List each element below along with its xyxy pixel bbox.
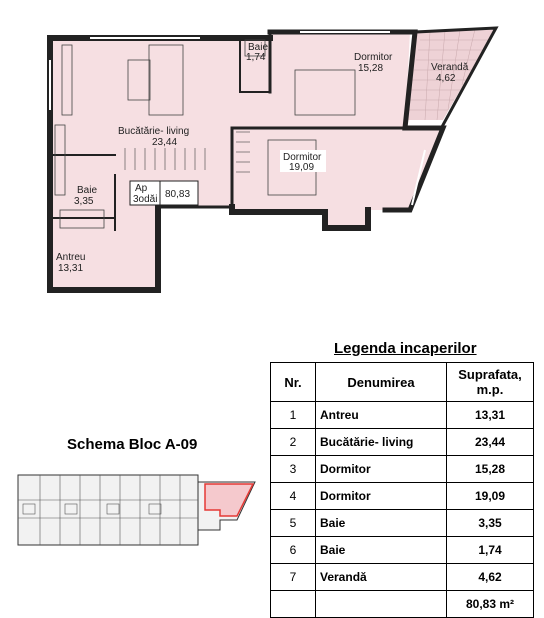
svg-text:3,35: 3,35 [74,196,94,207]
veranda-floor [405,28,496,120]
header-nr: Nr. [270,362,316,402]
schema-title: Schema Bloc A-09 [67,436,198,453]
legend-nr: 5 [270,509,316,537]
room-label-kitchen: Bucătărie- living 23,44 [118,126,189,148]
room-label-bedroom-2: Dormitor 19,09 [280,150,326,173]
svg-text:1,74: 1,74 [246,52,266,63]
legend-title: Legenda incaperilor [334,340,477,357]
legend-name: Verandă [315,563,447,591]
svg-text:Baie: Baie [77,185,97,196]
legend-name: Bucătărie- living [315,428,447,456]
room-label-veranda: Verandă 4,62 [431,62,469,84]
windows [49,31,426,206]
legend-nr: 2 [270,428,316,456]
header-area: Suprafata, m.p. [446,362,534,402]
legend-area: 23,44 [446,428,534,456]
floor-fill [50,28,496,290]
svg-text:Baie: Baie [248,42,268,53]
legend-area: 3,35 [446,509,534,537]
svg-text:23,44: 23,44 [152,137,177,148]
legend-nr: 6 [270,536,316,564]
room-label-bath: Baie 3,35 [74,185,97,207]
svg-text:Verandă: Verandă [431,62,469,73]
legend-total: 80,83 m² [446,590,534,618]
legend-area: 13,31 [446,401,534,429]
legend-area: 15,28 [446,455,534,483]
legend-area: 1,74 [446,536,534,564]
svg-text:13,31: 13,31 [58,263,83,274]
legend-name: Dormitor [315,455,447,483]
legend-name: Baie [315,509,447,537]
legend-total-row: 80,83 m² [270,590,534,618]
svg-text:Dormitor: Dormitor [354,52,393,63]
building-schema [17,474,256,546]
svg-text:Dormitor: Dormitor [283,152,322,163]
floor-plan: Ap 3odăi 80,83 Bucătărie- living 23,44 B… [47,26,499,293]
legend-nr: 3 [270,455,316,483]
svg-text:15,28: 15,28 [358,63,383,74]
legend-name: Antreu [315,401,447,429]
room-label-bath-small: Baie 1,74 [246,42,268,63]
ap-rooms: 3odăi [133,194,157,205]
legend-nr: 7 [270,563,316,591]
ap-area: 80,83 [165,189,190,200]
svg-text:Bucătărie- living: Bucătărie- living [118,126,189,137]
veranda-tiles [406,28,490,121]
header-name: Denumirea [315,362,447,402]
room-label-bedroom-1: Dormitor 15,28 [354,52,393,74]
legend-nr: 1 [270,401,316,429]
legend-nr: 4 [270,482,316,510]
svg-text:Antreu: Antreu [56,252,85,263]
legend-area: 19,09 [446,482,534,510]
legend-name: Dormitor [315,482,447,510]
svg-text:4,62: 4,62 [436,73,456,84]
ap-label: Ap [135,183,148,194]
stairs [124,131,250,173]
walls [47,26,499,293]
svg-text:19,09: 19,09 [289,162,314,173]
legend-name: Baie [315,536,447,564]
legend-header-row: Nr. Denumirea Suprafata, m.p. [270,362,534,402]
legend-area: 4,62 [446,563,534,591]
schema-highlight [204,483,255,517]
room-label-hall: Antreu 13,31 [56,252,85,274]
apartment-box [129,180,199,206]
